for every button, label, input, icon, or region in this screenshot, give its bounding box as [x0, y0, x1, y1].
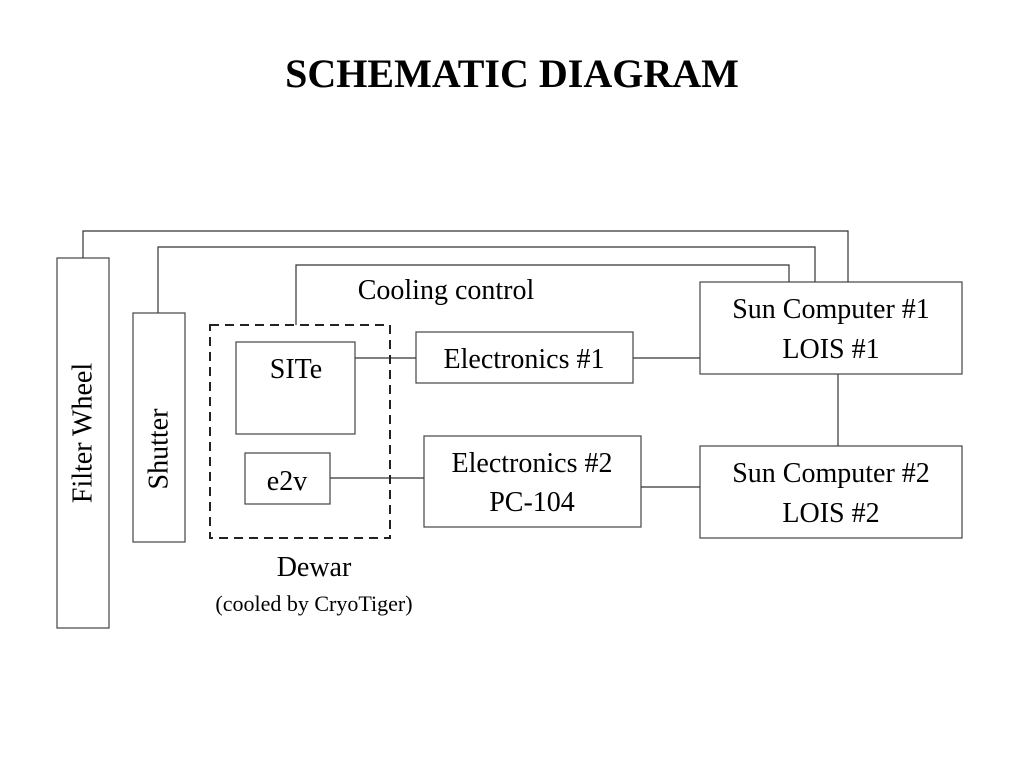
e2v-label: e2v [267, 466, 307, 497]
sun-computer1-label-line1: Sun Computer #1 [732, 294, 930, 325]
electronics1-label: Electronics #1 [444, 344, 605, 375]
dewar-note-label: (cooled by CryoTiger) [215, 591, 412, 616]
sun-computer2-box: Sun Computer #2 LOIS #2 [699, 445, 963, 539]
sun-computer2-label-line2: LOIS #2 [782, 498, 879, 529]
dewar-label: Dewar [277, 552, 352, 583]
connector-shutter-to-sun1 [157, 246, 816, 313]
site-label: SITe [270, 354, 322, 385]
cooling-control-label: Cooling control [358, 275, 535, 306]
electronics2-box: Electronics #2 PC-104 [423, 435, 642, 528]
filter-wheel-box: Filter Wheel [56, 257, 110, 629]
shutter-label: Shutter [144, 408, 175, 490]
sun-computer1-box: Sun Computer #1 LOIS #1 [699, 281, 963, 375]
sun-computer2-label-line1: Sun Computer #2 [732, 458, 930, 489]
connector-filter-wheel-to-sun1 [82, 230, 849, 282]
electronics2-label-line1: Electronics #2 [452, 448, 613, 479]
sun-computer1-label-line2: LOIS #1 [782, 334, 879, 365]
filter-wheel-label: Filter Wheel [68, 363, 99, 503]
site-box: SITe [235, 341, 356, 435]
dewar-enclosure [209, 324, 391, 539]
page-title: SCHEMATIC DIAGRAM [285, 51, 739, 96]
electronics1-box: Electronics #1 [415, 331, 634, 384]
e2v-box: e2v [244, 452, 331, 505]
connector-cooling-control [295, 264, 790, 325]
shutter-box: Shutter [132, 312, 186, 543]
electronics2-label-line2: PC-104 [489, 487, 575, 518]
